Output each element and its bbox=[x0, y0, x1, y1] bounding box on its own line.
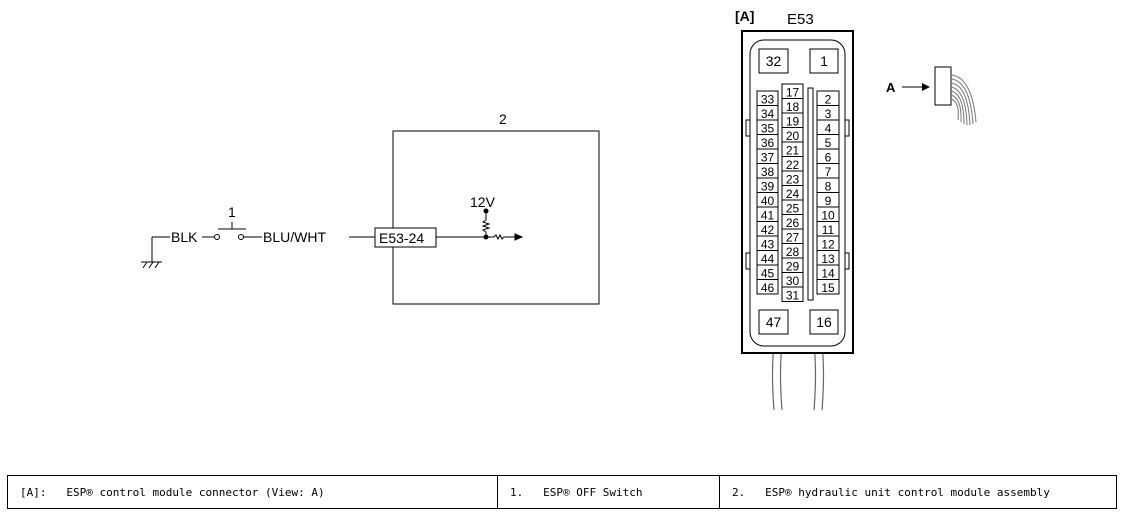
pin-26: 26 bbox=[786, 216, 800, 230]
pin-9: 9 bbox=[825, 194, 832, 208]
pin-16: 16 bbox=[816, 314, 832, 330]
switch-wire-label: BLU/WHT bbox=[263, 229, 326, 245]
pin-5: 5 bbox=[825, 136, 832, 150]
pin-33: 33 bbox=[761, 93, 775, 107]
wiring-diagram: BLK 1 BLU/WHT 2 E53-24 12V [A] E53 bbox=[141, 8, 977, 411]
pin-35: 35 bbox=[761, 122, 775, 136]
side-connector-icon bbox=[934, 66, 977, 126]
pin-39: 39 bbox=[761, 180, 775, 194]
pin-4: 4 bbox=[825, 122, 832, 136]
supply-node bbox=[483, 208, 489, 214]
pin-45: 45 bbox=[761, 267, 775, 281]
pin-31: 31 bbox=[786, 289, 800, 303]
pin-46: 46 bbox=[761, 281, 775, 295]
connector-name: E53 bbox=[787, 11, 814, 28]
pin-cell bbox=[816, 279, 840, 295]
ground-wire-label: BLK bbox=[171, 229, 198, 245]
pin-19: 19 bbox=[786, 115, 800, 129]
connector-inner-shell bbox=[749, 39, 846, 347]
legend-item-switch: 1. ESP® OFF Switch bbox=[497, 475, 720, 509]
pin-25: 25 bbox=[786, 202, 800, 216]
legend-table: [A]: ESP® control module connector (View… bbox=[7, 475, 1117, 509]
pin-13: 13 bbox=[821, 252, 835, 266]
pin-32: 32 bbox=[766, 53, 782, 69]
pin-18: 18 bbox=[786, 100, 800, 114]
pin-cell bbox=[756, 279, 779, 295]
pin-8: 8 bbox=[825, 180, 832, 194]
pin-cell bbox=[781, 286, 804, 302]
pin-23: 23 bbox=[786, 173, 800, 187]
pin-15: 15 bbox=[821, 281, 835, 295]
pin-29: 29 bbox=[786, 260, 800, 274]
legend-row: [A]: ESP® control module connector (View… bbox=[7, 475, 1117, 509]
pin-44: 44 bbox=[761, 252, 775, 266]
pin-3: 3 bbox=[825, 107, 832, 121]
junction-node bbox=[483, 234, 489, 240]
pin-21: 21 bbox=[786, 144, 800, 158]
pin-17: 17 bbox=[786, 86, 800, 100]
pin-34: 34 bbox=[761, 107, 775, 121]
pin-14: 14 bbox=[821, 267, 835, 281]
view-arrow bbox=[902, 83, 930, 91]
ground-symbol bbox=[141, 236, 170, 269]
module-callout: 2 bbox=[499, 111, 507, 127]
pin-1: 1 bbox=[820, 53, 828, 69]
pin-24: 24 bbox=[786, 187, 800, 201]
connector-key-slot bbox=[807, 87, 814, 301]
pin-42: 42 bbox=[761, 223, 775, 237]
pin-11: 11 bbox=[822, 223, 835, 237]
pin-47: 47 bbox=[766, 314, 782, 330]
pin-43: 43 bbox=[761, 238, 775, 252]
view-arrow-label: A bbox=[886, 80, 896, 95]
pin-41: 41 bbox=[761, 209, 775, 223]
pin-30: 30 bbox=[786, 274, 800, 288]
switch-callout: 1 bbox=[228, 204, 236, 220]
legend-item-module: 2. ESP® hydraulic unit control module as… bbox=[719, 475, 1117, 509]
pin-27: 27 bbox=[786, 231, 800, 245]
pull-up-circuit bbox=[436, 211, 524, 241]
pin-7: 7 bbox=[825, 165, 832, 179]
pin-2: 2 bbox=[825, 93, 832, 107]
supply-label: 12V bbox=[470, 194, 496, 210]
legend-item-connector: [A]: ESP® control module connector (View… bbox=[7, 475, 498, 509]
pin-22: 22 bbox=[786, 158, 800, 172]
pin-36: 36 bbox=[761, 136, 775, 150]
terminal-label: E53-24 bbox=[379, 230, 424, 246]
pin-37: 37 bbox=[761, 151, 775, 165]
connector-wires bbox=[771, 344, 825, 411]
pin-6: 6 bbox=[825, 151, 832, 165]
pin-10: 10 bbox=[821, 209, 835, 223]
connector-side-tabs bbox=[745, 119, 850, 270]
off-switch bbox=[202, 222, 262, 240]
corner-pins: 32 1 47 16 bbox=[758, 48, 839, 335]
pin-38: 38 bbox=[761, 165, 775, 179]
pin-40: 40 bbox=[761, 194, 775, 208]
pin-28: 28 bbox=[786, 245, 800, 259]
control-module-box bbox=[392, 130, 600, 305]
connector-view-tag: [A] bbox=[735, 8, 754, 24]
pin-20: 20 bbox=[786, 129, 800, 143]
pin-12: 12 bbox=[821, 238, 835, 252]
